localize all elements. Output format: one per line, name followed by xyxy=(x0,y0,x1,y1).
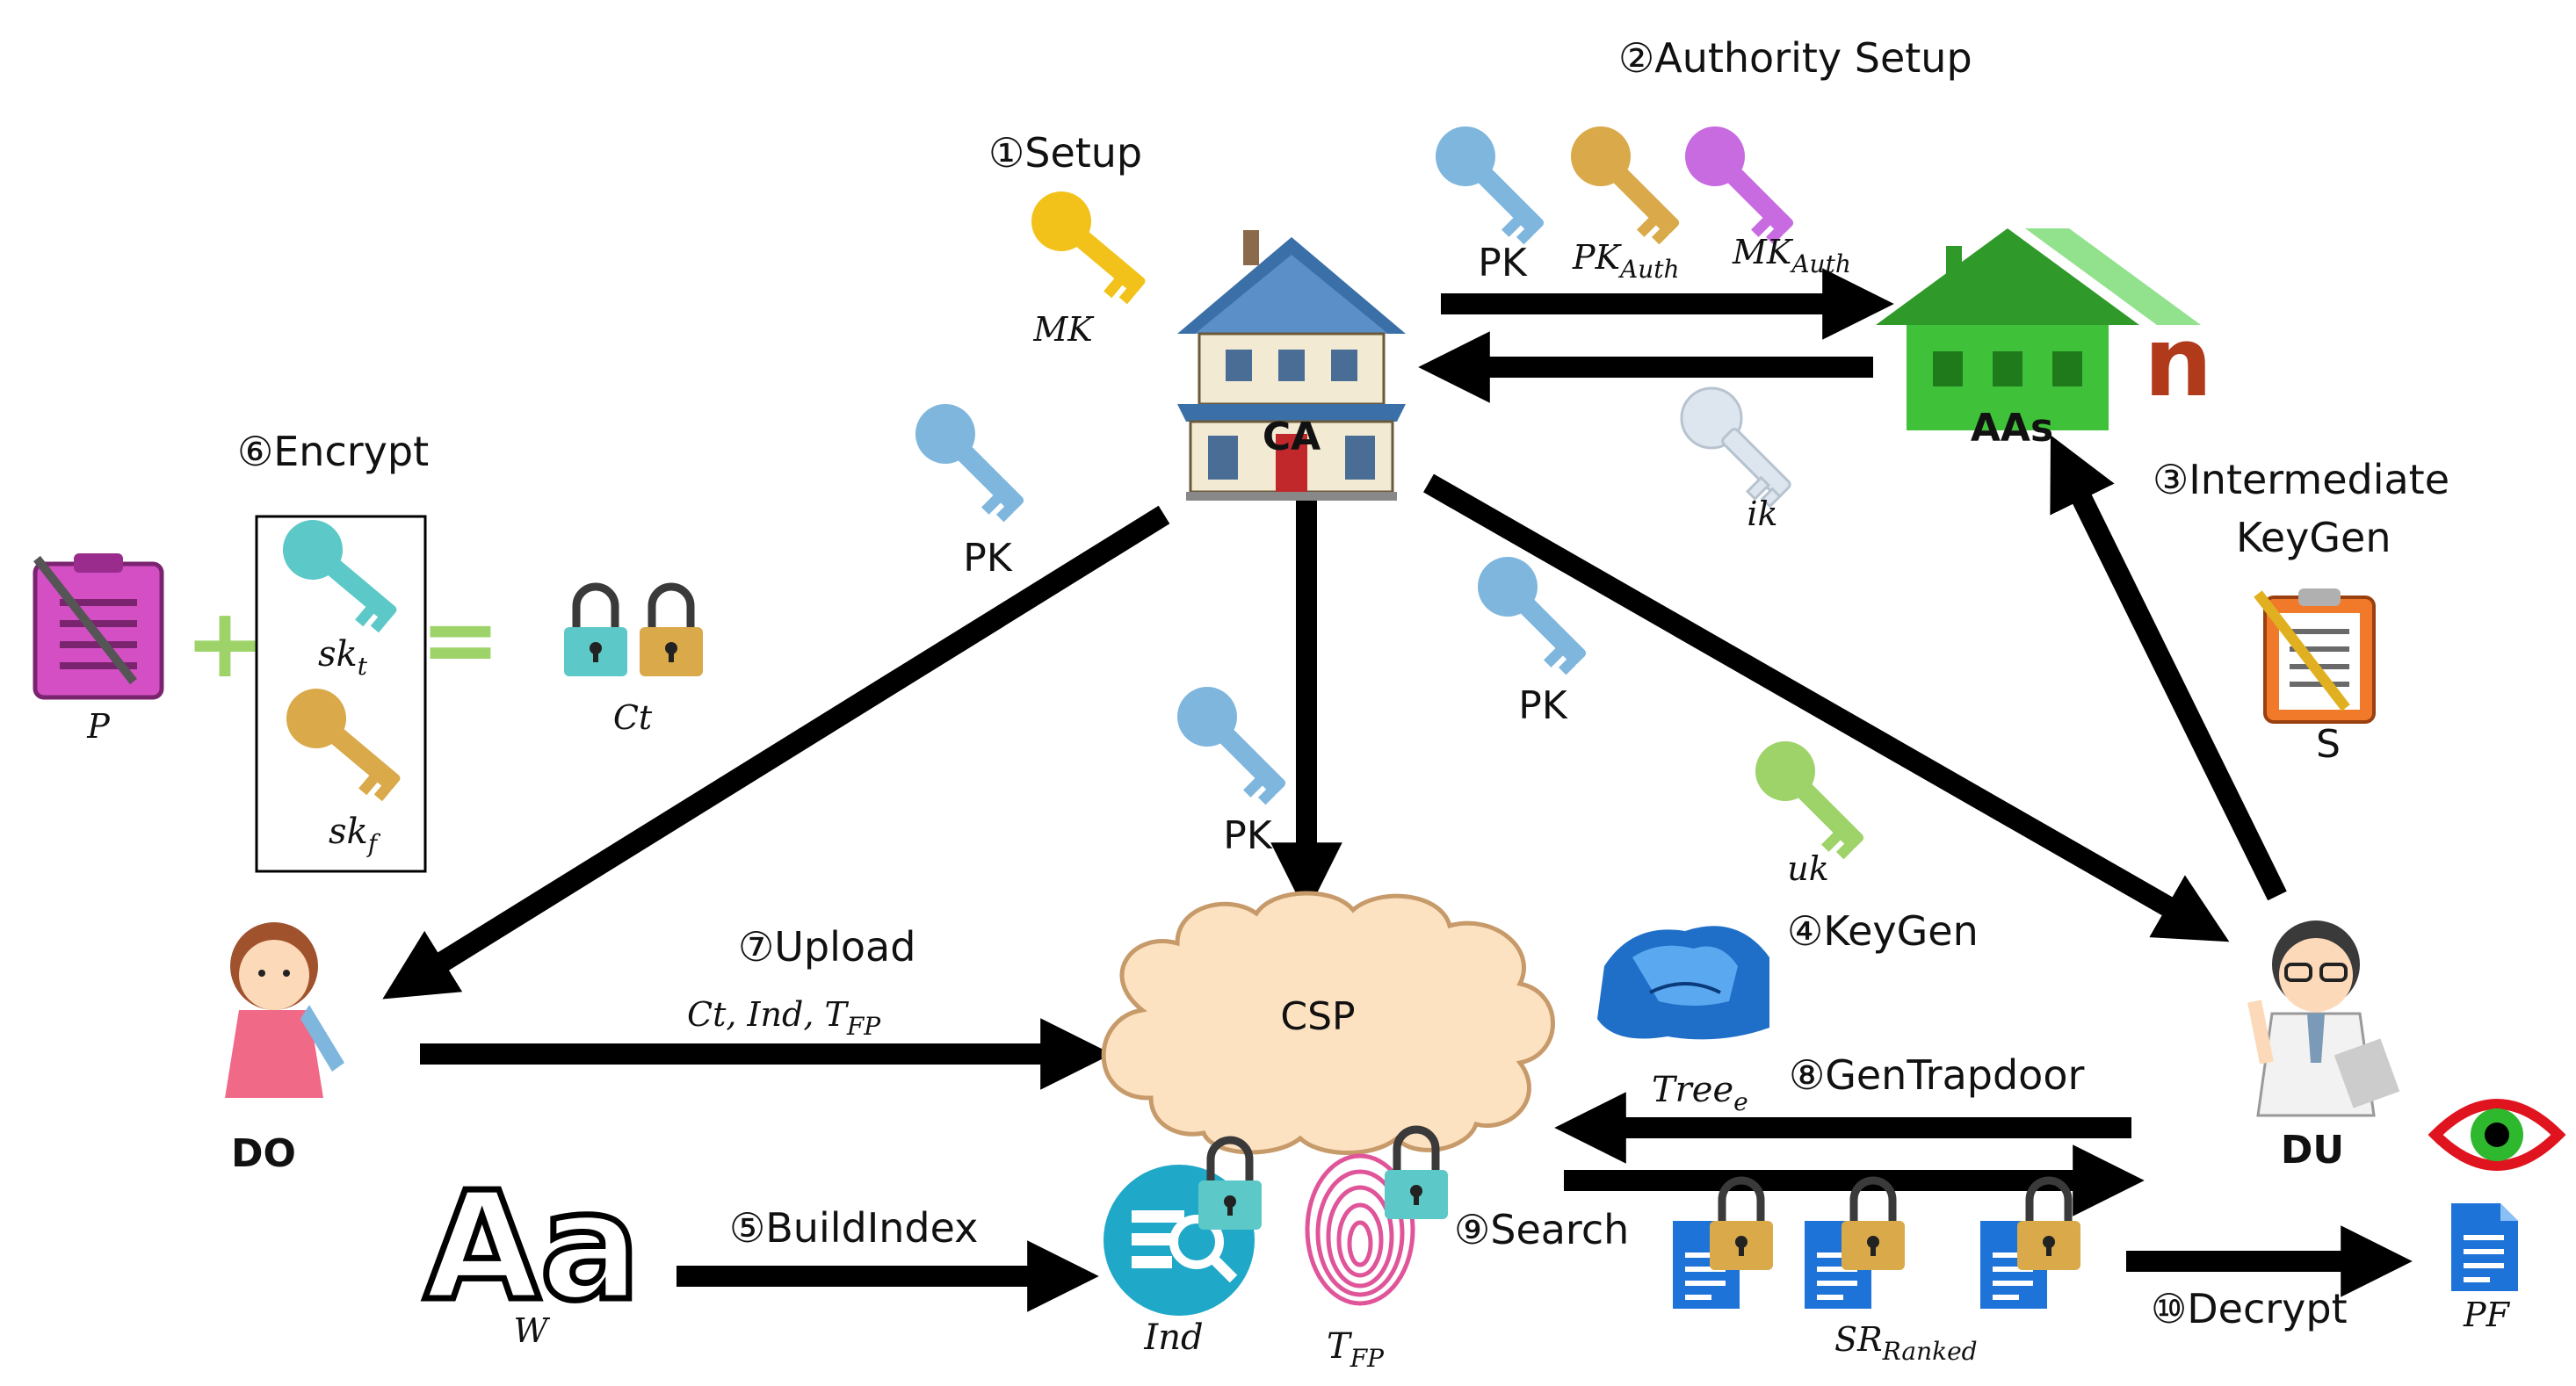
step-intermediate-keygen-label: ③Intermediate xyxy=(2153,456,2449,503)
pk-label-to-do: PK xyxy=(963,536,1013,581)
equals-sign: = xyxy=(420,583,501,696)
plain-file-icon xyxy=(2451,1203,2518,1291)
ca-label: CA xyxy=(1263,415,1321,459)
mk-auth-key-icon xyxy=(1672,113,1810,251)
w-glyph-icon: Aa xyxy=(424,1160,640,1334)
step-authority-setup-label: ②Authority Setup xyxy=(1618,34,1972,82)
csp-cloud-icon xyxy=(1101,891,1555,1155)
plus-sign: + xyxy=(185,587,265,699)
data-user-avatar xyxy=(2247,920,2400,1117)
pk-key-icon xyxy=(1422,113,1560,251)
tree-puzzle-icon xyxy=(1597,926,1769,1040)
sk-f-key-icon xyxy=(274,676,416,808)
s-label: S xyxy=(2316,722,2341,767)
uk-label: uk xyxy=(1787,849,1829,888)
arrow-ca-to-du xyxy=(1423,473,2230,942)
tfp-label: TFP xyxy=(1327,1326,1385,1373)
mk-key-icon xyxy=(1019,179,1161,311)
csp-label: CSP xyxy=(1280,994,1355,1039)
ciphertext-label: Ct xyxy=(613,698,653,737)
step-keygen-label: ④KeyGen xyxy=(1787,907,1979,955)
pk-label-top: PK xyxy=(1478,241,1528,285)
s-clipboard-icon xyxy=(2254,588,2376,724)
aas-count-label: n xyxy=(2144,306,2212,418)
ciphertext-lock-teal-icon xyxy=(564,587,627,676)
step-upload-label: ⑦Upload xyxy=(738,923,915,971)
step-gen-trapdoor-label: ⑧GenTrapdoor xyxy=(1789,1051,2084,1099)
eye-icon xyxy=(2428,1099,2566,1171)
sr-label: SRRanked xyxy=(1834,1320,1978,1366)
step-search-label: ⑨Search xyxy=(1454,1206,1629,1253)
pk-label-to-du: PK xyxy=(1518,683,1568,728)
aas-house-icon xyxy=(1876,228,2201,430)
step-setup-label: ①Setup xyxy=(988,129,1142,177)
du-label: DU xyxy=(2281,1128,2344,1173)
step-encrypt-label: ⑥Encrypt xyxy=(237,428,429,475)
sr-lock-icon-3 xyxy=(2017,1180,2080,1270)
fingerprint-icon xyxy=(1305,1153,1415,1306)
do-label: DO xyxy=(231,1131,296,1176)
sk-t-key-icon xyxy=(271,508,412,639)
tree-label: Treee xyxy=(1652,1070,1748,1116)
arrow-du-to-aas xyxy=(2050,435,2287,901)
pf-label: PF xyxy=(2463,1296,2511,1334)
secret-key-box xyxy=(255,515,427,873)
mk-label: MK xyxy=(1032,310,1095,349)
uk-key-icon xyxy=(1742,728,1880,866)
ind-label: Ind xyxy=(1143,1317,1203,1358)
pk-key-icon-to-do xyxy=(902,391,1040,529)
index-lock-icon xyxy=(1198,1140,1262,1230)
upload-data-label: Ct, Ind, TFP xyxy=(687,995,881,1041)
sr-lock-icon-2 xyxy=(1842,1180,1905,1270)
data-owner-avatar xyxy=(225,922,344,1098)
sr-lock-icon-1 xyxy=(1710,1180,1773,1270)
sk-f-label: skf xyxy=(329,812,381,858)
pk-auth-label: PKAuth xyxy=(1572,238,1680,284)
pk-auth-key-icon xyxy=(1558,113,1696,251)
policy-clipboard-icon xyxy=(33,553,164,700)
pk-label-to-csp: PK xyxy=(1223,813,1273,858)
aas-label: AAs xyxy=(1971,406,2053,451)
ik-label: ik xyxy=(1747,494,1777,533)
pk-key-icon-to-csp xyxy=(1164,674,1302,812)
step-decrypt-label: ⑩Decrypt xyxy=(2151,1285,2348,1332)
mk-auth-label: MKAuth xyxy=(1732,233,1851,278)
sk-t-label: skt xyxy=(318,634,368,681)
ca-house-icon xyxy=(1177,230,1406,501)
policy-label: P xyxy=(86,707,111,746)
step-intermediate-keygen-label-2: KeyGen xyxy=(2236,514,2391,561)
step-build-index-label: ⑤BuildIndex xyxy=(729,1204,978,1252)
w-label: W xyxy=(513,1311,550,1350)
ik-key-icon xyxy=(1668,374,1807,514)
ciphertext-lock-gold-icon xyxy=(640,587,703,676)
arrow-ca-to-do xyxy=(382,505,1170,1000)
